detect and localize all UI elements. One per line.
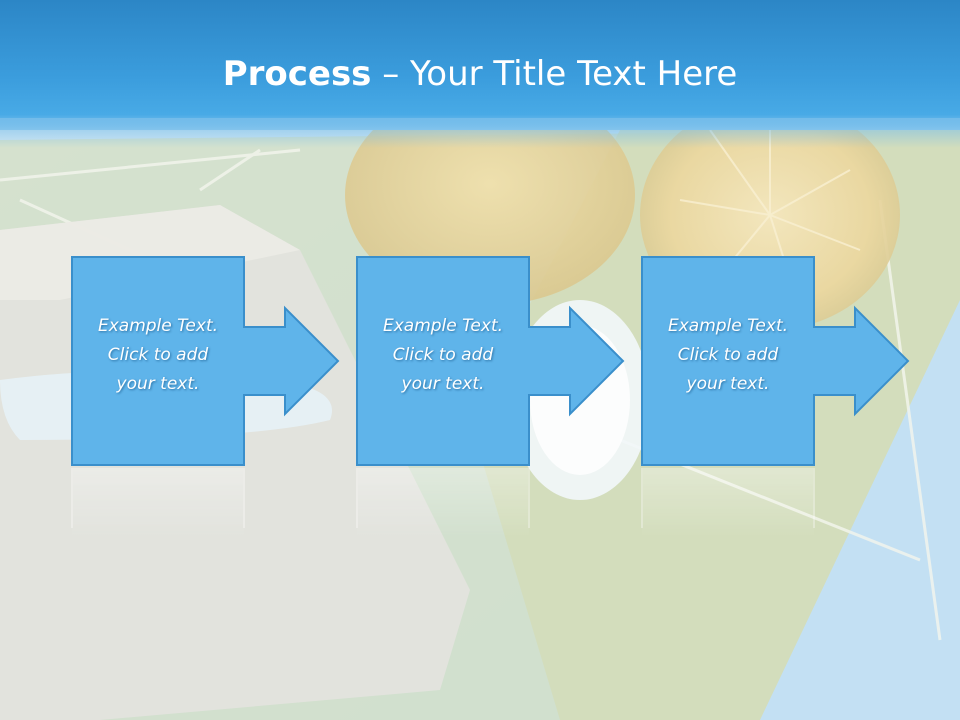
process-step-1[interactable]: Example Text. Click to add your text. [71,256,342,467]
step-text: Example Text. Click to add your text. [357,312,529,399]
step-line-3: your text. [401,374,485,394]
step-line-1: Example Text. [382,316,504,336]
step-line-3: your text. [686,374,770,394]
process-step-2[interactable]: Example Text. Click to add your text. [356,256,627,467]
step-line-3: your text. [116,374,200,394]
step-line-2: Click to add [107,345,209,365]
step-line-1: Example Text. [97,316,219,336]
process-step-3[interactable]: Example Text. Click to add your text. [641,256,912,467]
step-line-2: Click to add [677,345,779,365]
title-fade [0,118,960,148]
step-reflections [71,468,815,538]
arrow-right-icon [641,256,910,466]
slide-title[interactable]: Process – Your Title Text Here [0,52,960,96]
step-line-2: Click to add [392,345,494,365]
step-text: Example Text. Click to add your text. [72,312,244,399]
title-rest: – Your Title Text Here [371,54,738,94]
step-text: Example Text. Click to add your text. [642,312,814,399]
step-line-1: Example Text. [667,316,789,336]
title-bold: Process [222,54,372,94]
title-band [0,0,960,130]
arrow-right-icon [71,256,340,466]
arrow-right-icon [356,256,625,466]
